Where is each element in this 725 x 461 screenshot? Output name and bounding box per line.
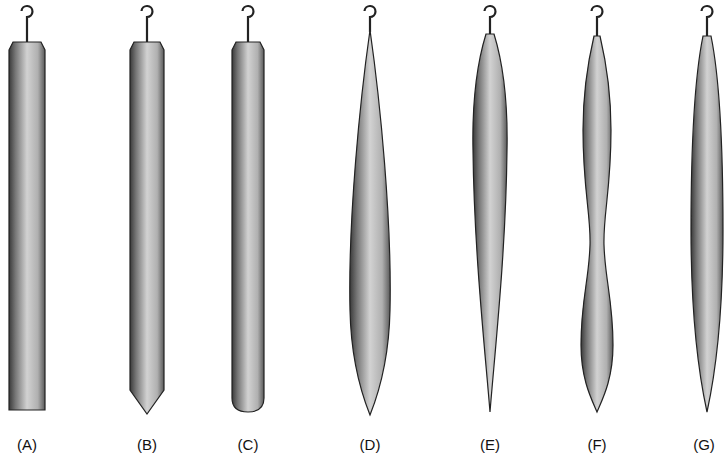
figure-label: (F) (587, 436, 606, 453)
hook (702, 6, 713, 36)
figure-label: (D) (360, 436, 381, 453)
figure-label: (C) (238, 436, 259, 453)
figure-label: (G) (693, 436, 715, 453)
spindle-sinker (350, 30, 390, 415)
hooks (22, 6, 713, 42)
flat-bottom-sinker (9, 42, 45, 410)
waisted-sinker (581, 36, 613, 412)
round-bottom-sinker (232, 42, 264, 412)
hook (592, 6, 603, 36)
figure-label: (E) (480, 436, 500, 453)
hook (243, 6, 254, 42)
sinker-bodies (9, 30, 723, 415)
hook (22, 6, 33, 42)
figure-label: (A) (17, 436, 37, 453)
figure-label: (B) (137, 436, 157, 453)
cigar-sinker (691, 36, 723, 412)
pointed-sinker (130, 42, 164, 414)
hook (142, 6, 153, 42)
tapered-sinker (473, 34, 507, 412)
hook (485, 6, 496, 34)
hook (365, 6, 376, 32)
